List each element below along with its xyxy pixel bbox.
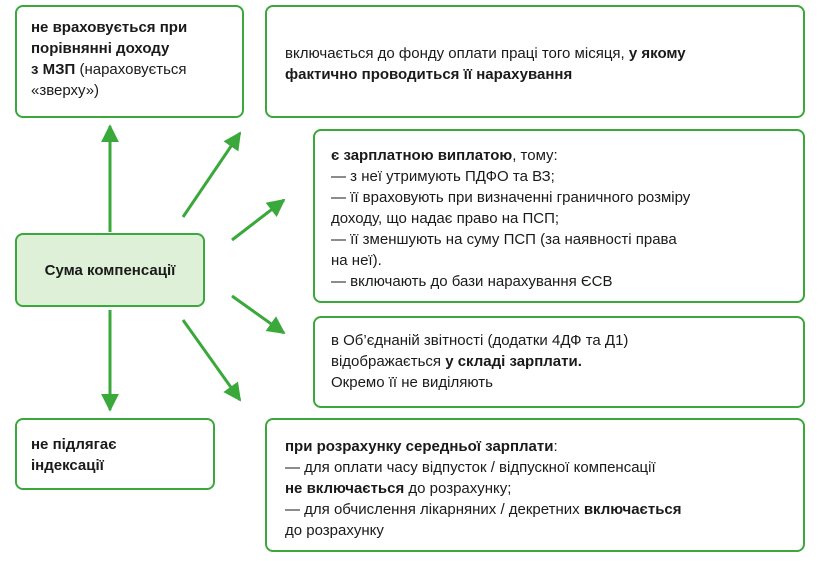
- text-line: — з неї утримують ПДФО та ВЗ;: [331, 166, 789, 187]
- text-line: не враховується при: [31, 17, 228, 38]
- box-salary-payment: є зарплатною виплатою, тому: — з неї утри…: [313, 129, 805, 303]
- box-payroll-fund: включається до фонду оплати праці того м…: [265, 5, 805, 118]
- text-run: Окремо її не виділяють: [331, 374, 493, 391]
- text-run: до розрахунку: [285, 522, 384, 539]
- text-run: на неї).: [331, 252, 382, 269]
- text-line: фактично проводиться її нарахування: [285, 64, 789, 85]
- box-reporting: в Об’єднаній звітності (додатки 4ДФ та Д…: [313, 316, 805, 408]
- text-run: включається до фонду оплати праці того м…: [285, 45, 629, 62]
- text-line: відображається у складі зарплати.: [331, 351, 789, 372]
- text-run: відображається: [331, 353, 446, 370]
- text-run: порівнянні доходу: [31, 40, 170, 57]
- text-run: «зверху»): [31, 82, 100, 99]
- text-line: «зверху»): [31, 80, 228, 101]
- text-run: — її зменшують на суму ПСП (за наявності…: [331, 231, 677, 248]
- text-line: є зарплатною виплатою, тому:: [331, 145, 789, 166]
- text-run: з МЗП: [31, 61, 76, 78]
- text-line: доходу, що надає право на ПСП;: [331, 208, 789, 229]
- text-line: — включають до бази нарахування ЄСВ: [331, 271, 789, 292]
- text-run: , тому:: [512, 147, 558, 164]
- text-run: — включають до бази нарахування ЄСВ: [331, 273, 613, 290]
- text-run: — її враховують при визначенні граничног…: [331, 189, 691, 206]
- text-run: — для оплати часу відпусток / відпускної…: [285, 459, 656, 476]
- text-run: доходу, що надає право на ПСП;: [331, 210, 560, 227]
- text-run: фактично проводиться її нарахування: [285, 66, 573, 83]
- text-line: до розрахунку: [285, 520, 789, 541]
- text-run: у якому: [628, 45, 686, 62]
- box-average-salary: при розрахунку середньої зарплати: — для …: [265, 418, 805, 552]
- text-line: з МЗП (нараховується: [31, 59, 228, 80]
- text-run: у складі зарплати.: [445, 353, 582, 370]
- arrow-bottom-right: [181, 319, 242, 402]
- text-run: :: [553, 438, 558, 455]
- text-line: Окремо її не виділяють: [331, 372, 789, 393]
- text-line: при розрахунку середньої зарплати:: [285, 436, 789, 457]
- text-line: порівнянні доходу: [31, 38, 228, 59]
- text-run: не включається: [285, 480, 405, 497]
- text-line: не включається до розрахунку;: [285, 478, 789, 499]
- text-line: індексації: [31, 455, 199, 476]
- text-run: включається: [583, 501, 682, 518]
- text-line: в Об’єднаній звітності (додатки 4ДФ та Д…: [331, 330, 789, 351]
- text-run: в Об’єднаній звітності (додатки 4ДФ та Д…: [331, 332, 629, 349]
- text-run: — з неї утримують ПДФО та ВЗ;: [331, 168, 555, 185]
- text-run: — для обчислення лікарняних / декретних: [285, 501, 584, 518]
- text-run: при розрахунку середньої зарплати: [285, 438, 554, 455]
- center-node: Сума компенсації: [15, 233, 205, 307]
- text-run: не враховується при: [31, 19, 188, 36]
- text-run: до розрахунку;: [404, 480, 512, 497]
- arrow-right-upper: [231, 198, 286, 242]
- arrow-top-right: [181, 131, 242, 218]
- text-run: не підлягає: [31, 436, 117, 453]
- text-run: (нараховується: [75, 61, 187, 78]
- text-line: — для оплати часу відпусток / відпускної…: [285, 457, 789, 478]
- text-line: включається до фонду оплати праці того м…: [285, 43, 789, 64]
- text-line: — її зменшують на суму ПСП (за наявності…: [331, 229, 789, 250]
- text-run: індексації: [31, 457, 104, 474]
- text-run: є зарплатною виплатою: [331, 147, 513, 164]
- arrow-right-lower: [231, 294, 286, 335]
- text-line: — для обчислення лікарняних / декретних …: [285, 499, 789, 520]
- box-no-indexation: не підлягає індексації: [15, 418, 215, 490]
- text-line: на неї).: [331, 250, 789, 271]
- box-no-mzp-comparison: не враховується при порівнянні доходу з МЗ…: [15, 5, 244, 118]
- text-line: не підлягає: [31, 434, 199, 455]
- center-label: Сума компенсації: [44, 261, 176, 279]
- text-line: — її враховують при визначенні граничног…: [331, 187, 789, 208]
